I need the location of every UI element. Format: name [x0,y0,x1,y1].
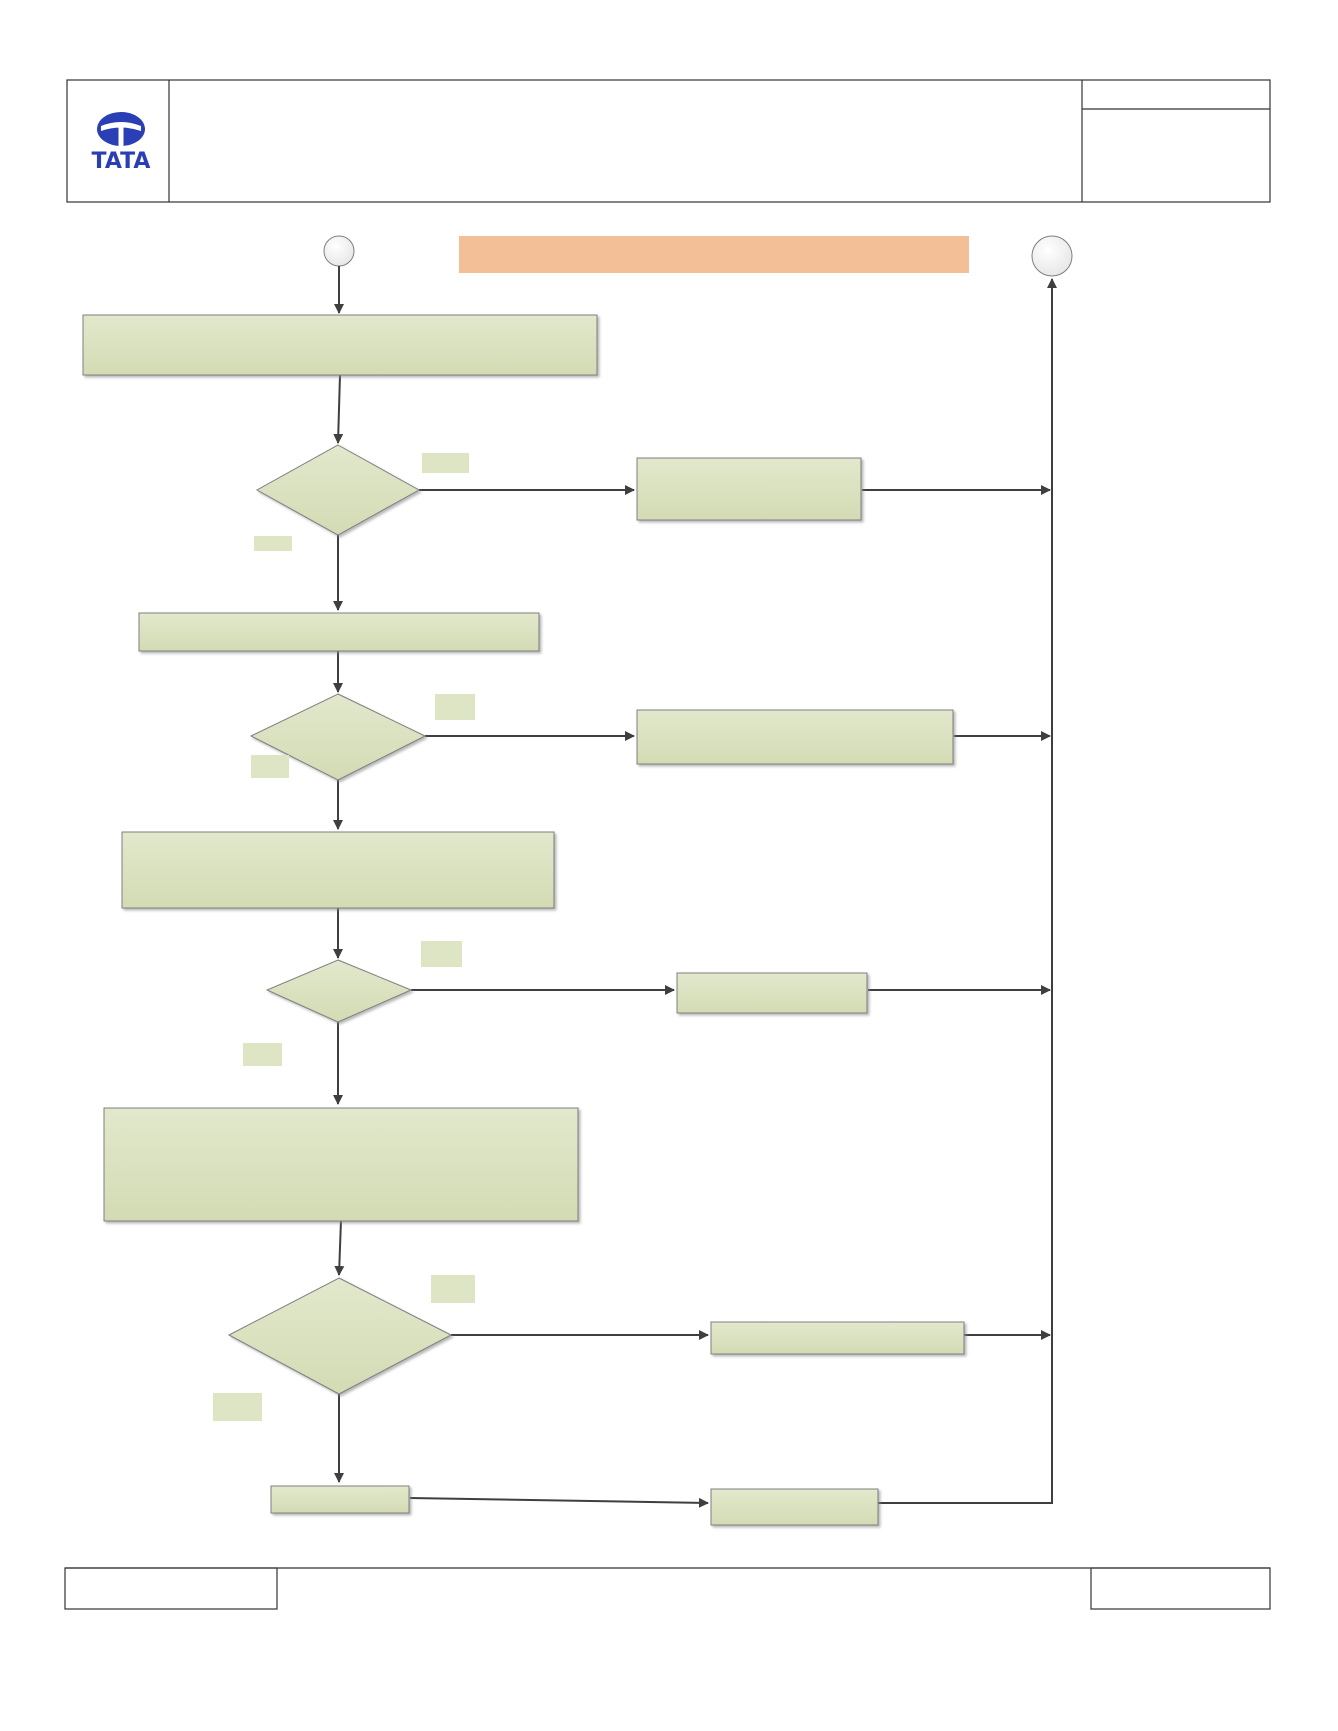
action-box-2 [636,709,954,765]
decision-1 [255,444,421,536]
process-box-2 [138,612,540,652]
branch-label-no-4 [213,1393,262,1421]
branch-label-yes-3 [421,941,462,967]
end-connector [1031,235,1073,277]
branch-label-no-1 [254,536,292,551]
edge-box1-decision1 [333,374,344,444]
branch-label-yes-4 [431,1275,475,1303]
decision-4 [227,1277,453,1395]
process-box-5 [270,1485,410,1514]
branch-label-yes-2 [435,694,475,720]
process-box-1 [82,314,598,376]
edge-bottom-right5 [409,1497,709,1508]
header-block: TATA [66,79,1271,203]
branch-labels [213,453,475,1421]
title-banner [459,236,969,273]
action-box-4 [710,1321,965,1355]
decision-2 [249,693,427,781]
start-connector [323,235,355,267]
tata-logo-icon: TATA [92,112,151,174]
process-box-4 [103,1107,579,1222]
connector-lines [333,266,1057,1508]
footer-block [64,1567,1271,1610]
process-box-3 [121,831,555,909]
footer-left-box [64,1567,278,1610]
branch-label-no-2 [251,755,289,778]
action-box-5 [710,1488,879,1526]
action-box-3 [676,972,868,1014]
edge-box4-decision4 [334,1219,345,1276]
edge-right5-spine [878,1298,1053,1504]
decision-3 [265,959,413,1023]
header-frame [66,79,1271,203]
branch-label-no-3 [243,1043,282,1066]
branch-label-yes-1 [422,453,469,473]
action-box-1 [636,457,862,521]
logo-brand-text: TATA [92,149,151,174]
footer-right-box [1090,1567,1271,1610]
